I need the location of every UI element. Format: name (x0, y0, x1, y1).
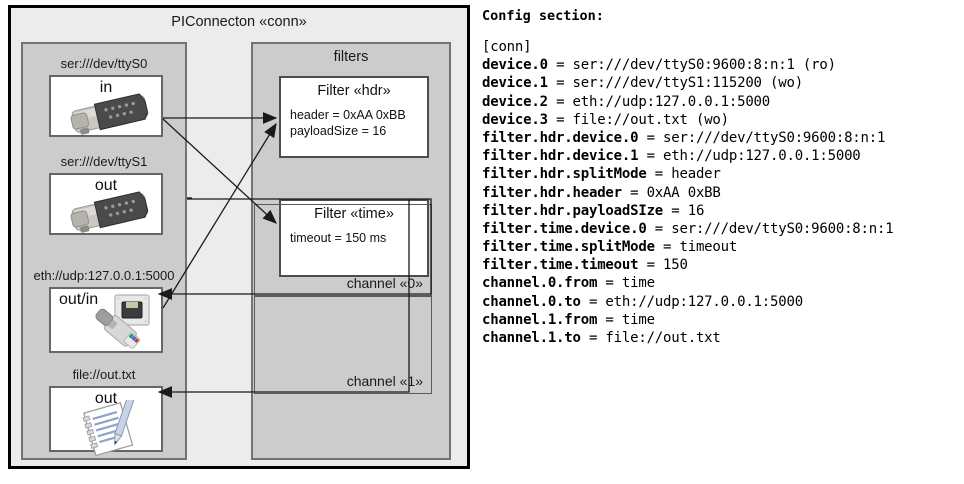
config-key: filter.hdr.header (482, 184, 622, 201)
config-key: filter.hdr.payloadSIze (482, 202, 664, 219)
config-line: device.3 = file://out.txt (wo) (482, 111, 956, 129)
config-value: = eth://udp:127.0.0.1:5000 (638, 148, 861, 165)
config-line: filter.hdr.splitMode = header (482, 165, 956, 183)
device-label-ttyS0: ser:///dev/ttyS0 (60, 56, 148, 71)
config-value: = header (646, 166, 721, 183)
filter-card-hdr[interactable]: Filter «hdr» header = 0xAA 0xBB payloadS… (279, 76, 429, 158)
config-value: = ser:///dev/ttyS0:9600:8:n:1 (ro) (547, 57, 836, 74)
channel-box-0: channel «0» (254, 204, 432, 296)
config-line: channel.1.from = time (482, 311, 956, 329)
config-value: = ser:///dev/ttyS0:9600:8:n:1 (638, 129, 886, 146)
config-key: device.1 (482, 75, 548, 92)
device-role-out-serial: out (94, 177, 118, 194)
config-value: = file://out.txt (wo) (547, 111, 729, 128)
config-key: filter.hdr.splitMode (482, 166, 647, 183)
config-line: channel.0.from = time (482, 274, 956, 292)
filter-props-hdr: header = 0xAA 0xBB payloadSize = 16 (290, 107, 406, 139)
config-key: filter.hdr.device.0 (482, 129, 639, 146)
config-value: = eth://udp:127.0.0.1:5000 (547, 93, 771, 110)
device-box-file[interactable]: out (49, 386, 163, 456)
filter-prop: payloadSize = 16 (290, 124, 387, 138)
channel-label-0: channel «0» (346, 275, 423, 291)
device-box-ttyS0[interactable]: in (49, 75, 163, 137)
config-key: channel.1.to (482, 330, 581, 346)
config-value: = ser:///dev/ttyS1:115200 (wo) (547, 75, 803, 92)
device-box-ttyS1[interactable]: out (49, 173, 163, 235)
config-line: channel.1.to = file://out.txt (482, 329, 956, 347)
config-value: = 150 (638, 257, 688, 274)
device-label-file: file://out.txt (72, 367, 136, 382)
config-section: Config section: [conn]device.0 = ser:///… (482, 8, 956, 347)
device-role-in: in (99, 79, 113, 96)
config-line: filter.time.splitMode = timeout (482, 238, 956, 256)
config-key: device.2 (482, 93, 548, 110)
filters-panel-title: filters (333, 49, 369, 65)
config-value: = 16 (663, 202, 705, 219)
diagram-title: PIConnecton «conn» (171, 14, 307, 30)
config-value: = timeout (654, 239, 738, 256)
filter-title-hdr: Filter «hdr» (317, 83, 391, 99)
config-line: filter.time.device.0 = ser:///dev/ttyS0:… (482, 220, 956, 238)
config-key: channel.1.from (482, 311, 598, 328)
config-line: filter.hdr.payloadSIze = 16 (482, 202, 956, 220)
device-role-out-file: out (94, 390, 118, 407)
device-role-out-in: out/in (59, 291, 99, 308)
filter-prop: header = 0xAA 0xBB (290, 108, 406, 122)
config-line: device.2 = eth://udp:127.0.0.1:5000 (482, 93, 956, 111)
config-line: filter.hdr.device.1 = eth://udp:127.0.0.… (482, 147, 956, 165)
config-line: filter.time.timeout = 150 (482, 256, 956, 274)
config-line: filter.hdr.header = 0xAA 0xBB (482, 184, 956, 202)
ethernet-plug-icon (95, 294, 150, 349)
config-key: channel.0.to (482, 293, 581, 310)
config-key: filter.hdr.device.1 (482, 148, 639, 165)
config-key: device.3 (482, 111, 548, 128)
device-label-eth: eth://udp:127.0.0.1:5000 (33, 268, 175, 283)
config-value: = 0xAA 0xBB (621, 184, 721, 201)
channel-box-1: channel «1» (254, 296, 432, 394)
devices-panel: ser:///dev/ttyS0 in (21, 42, 187, 460)
config-lines[interactable]: [conn]device.0 = ser:///dev/ttyS0:9600:8… (482, 38, 956, 347)
config-line: device.1 = ser:///dev/ttyS1:115200 (wo) (482, 74, 956, 92)
device-box-eth[interactable]: out/in (49, 287, 163, 353)
config-line: [conn] (482, 39, 532, 55)
config-line: filter.hdr.device.0 = ser:///dev/ttyS0:9… (482, 129, 956, 147)
config-value: = eth://udp:127.0.0.1:5000 (580, 293, 803, 310)
config-key: filter.time.device.0 (482, 220, 647, 237)
config-value: = file://out.txt (580, 330, 721, 346)
config-value: = ser:///dev/ttyS0:9600:8:n:1 (646, 220, 894, 237)
config-line: channel.0.to = eth://udp:127.0.0.1:5000 (482, 293, 956, 311)
serial-port-icon (70, 191, 149, 233)
config-value: = time (597, 275, 655, 292)
config-key: filter.time.timeout (482, 257, 639, 274)
config-key: filter.time.splitMode (482, 239, 655, 256)
text-file-icon (82, 400, 136, 456)
config-heading: Config section: (482, 8, 604, 24)
connection-diagram: PIConnecton «conn» ser:///dev/ttyS0 in (8, 5, 470, 469)
serial-port-icon (70, 93, 149, 135)
config-key: device.0 (482, 57, 548, 74)
config-key: channel.0.from (482, 275, 598, 292)
config-value: = time (597, 311, 655, 328)
channel-label-1: channel «1» (346, 373, 423, 389)
device-label-ttyS1: ser:///dev/ttyS1 (60, 154, 148, 169)
config-line: device.0 = ser:///dev/ttyS0:9600:8:n:1 (… (482, 56, 956, 74)
